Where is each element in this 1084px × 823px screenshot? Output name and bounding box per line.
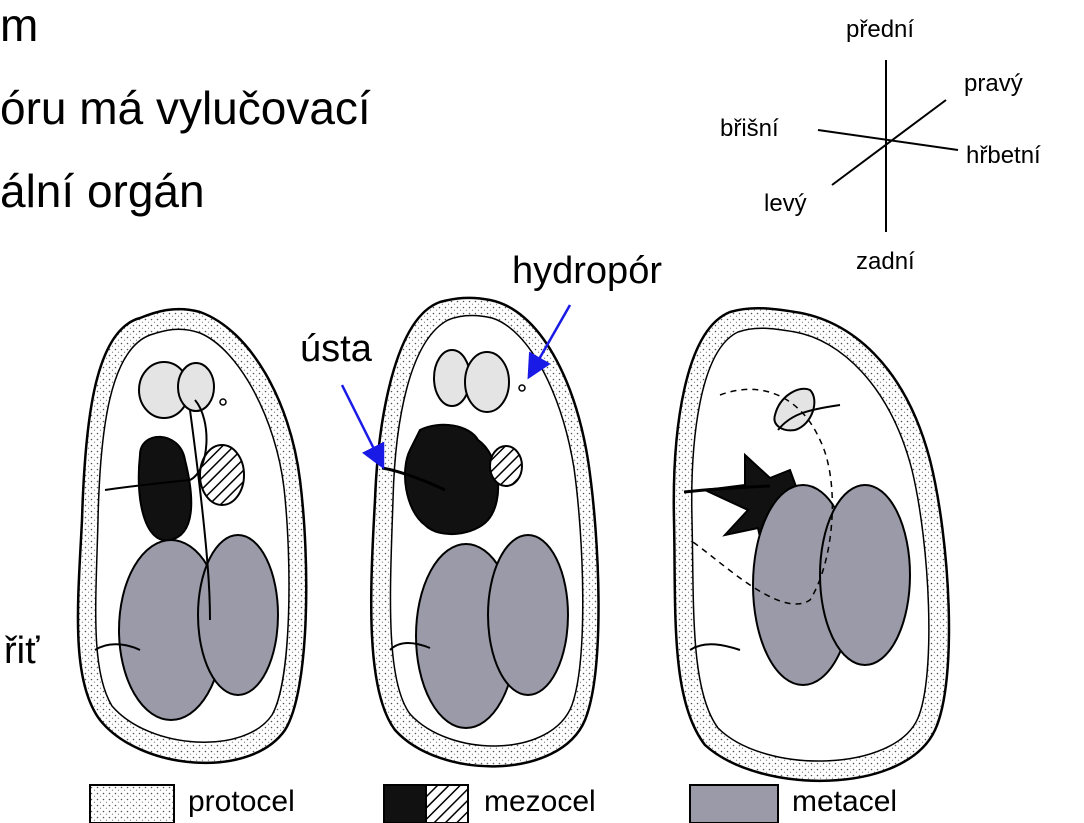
- legend-label-protocel: protocel: [188, 787, 295, 817]
- label-dorsal: hřbetní: [966, 144, 1041, 168]
- larva-stage-1: [78, 309, 306, 763]
- legend-label-mezocel: mezocel: [484, 787, 596, 817]
- label-hydropore: hydropór: [512, 252, 662, 290]
- legend-swatch-protocel: [90, 785, 174, 823]
- label-posterior: zadní: [856, 250, 915, 274]
- label-right: pravý: [964, 72, 1023, 96]
- label-anterior: přední: [846, 18, 914, 42]
- arrow-mouth: [342, 385, 382, 465]
- larva-stage-2: [371, 298, 598, 767]
- axis-left-right: [832, 100, 946, 185]
- axis-ventral-dorsal: [818, 130, 958, 150]
- orientation-axes: [818, 60, 958, 232]
- larva-stage-3: [674, 308, 949, 781]
- label-anus: řiť: [4, 632, 39, 670]
- legend-swatch-mezocel-solid: [384, 785, 426, 823]
- legend-label-metacel: metacel: [792, 787, 897, 817]
- label-ventral: břišní: [720, 117, 779, 141]
- legend-swatch-mezocel-hatched: [426, 785, 468, 823]
- legend-swatch-metacel: [690, 785, 778, 823]
- label-left: levý: [764, 192, 807, 216]
- label-mouth: ústa: [300, 330, 372, 368]
